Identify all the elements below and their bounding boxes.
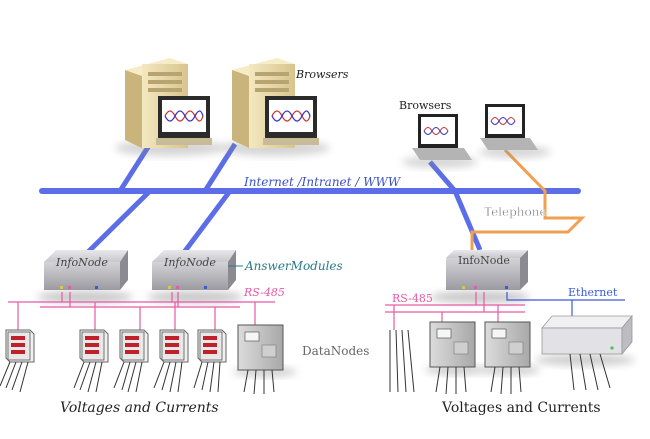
infonode-label-1: InfoNode <box>55 256 108 269</box>
rs485-left-bus <box>8 292 275 330</box>
infonode-box-2 <box>147 250 243 303</box>
internet-backbone <box>39 142 581 257</box>
datanode-meter-4 <box>153 329 189 393</box>
ethernet-label: Ethernet <box>568 286 618 299</box>
ethernet-device <box>535 314 635 391</box>
datanode-enclosure-right-1 <box>425 321 485 395</box>
laptop-computer-1 <box>402 114 478 168</box>
rs485-label-left: RS-485 <box>243 286 285 299</box>
datanodes-label: DataNodes <box>302 344 369 358</box>
rs485-label-right: RS-485 <box>392 292 433 305</box>
infonode-box-1 <box>37 250 133 303</box>
laptop-computer-2 <box>479 104 551 158</box>
browsers-label-right: Browsers <box>399 99 452 112</box>
datanode-meter-2 <box>73 329 109 393</box>
datanode-meter-1 <box>0 329 35 393</box>
desktop-computer-1 <box>115 58 225 156</box>
infonode-label-2: InfoNode <box>163 256 216 269</box>
datanode-meter-5 <box>193 329 227 393</box>
rs485-right-bus <box>385 292 525 330</box>
internet-label: Internet /Intranet / WWW <box>243 175 402 189</box>
telephone-label: Telephone <box>484 205 547 219</box>
browsers-label-top: Browsers <box>295 68 349 81</box>
answer-modules-label: AnswerModules <box>244 259 343 273</box>
telephone-line <box>470 148 586 250</box>
infonode-label-3: InfoNode <box>458 254 510 267</box>
datanode-enclosure-right-2 <box>480 321 540 395</box>
datanode-meter-3 <box>113 329 149 393</box>
right-lead-wires <box>389 329 415 393</box>
desktop-computer-2 <box>220 58 330 156</box>
datanode-enclosure-left <box>233 324 297 395</box>
ethernet-line <box>506 292 625 316</box>
voltages-label-left: Voltages and Currents <box>60 400 219 416</box>
voltages-label-right: Voltages and Currents <box>441 400 601 416</box>
infonode-box-3 <box>430 250 530 303</box>
